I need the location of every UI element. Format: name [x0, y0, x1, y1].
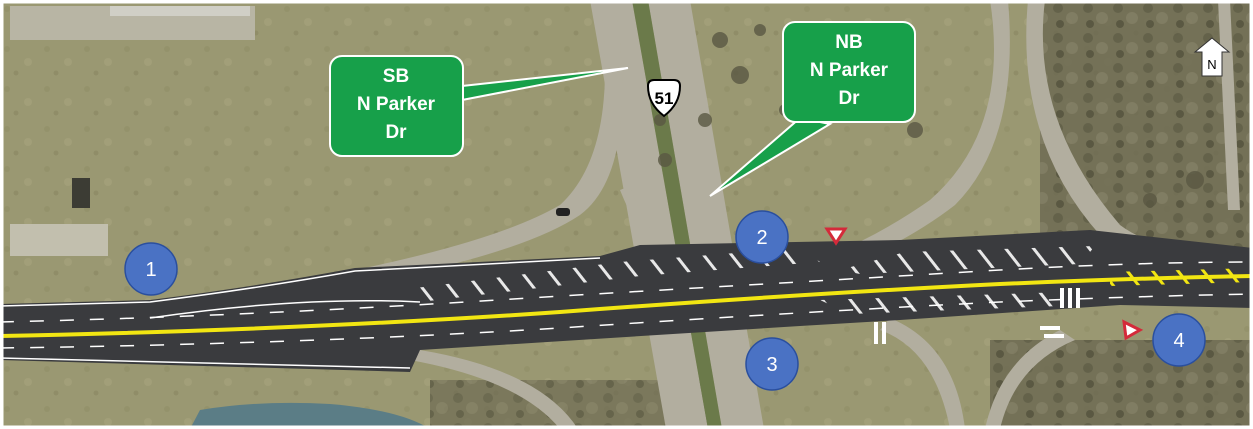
- se-loop-ramp: [985, 330, 1075, 429]
- car: [556, 208, 570, 216]
- se-ramp: [880, 318, 965, 429]
- marker-4-label: 4: [1173, 330, 1184, 352]
- crosswalk-east: [1040, 288, 1080, 338]
- tree-cluster-right: [1040, 0, 1253, 250]
- yield-sign-icon: [824, 227, 848, 246]
- yellow-centerline: [0, 274, 1253, 338]
- us-route-shield-icon: 51: [646, 79, 682, 118]
- hatched-gore-west: [400, 248, 820, 302]
- marker-2-label: 2: [756, 227, 767, 249]
- sb-callout-line-1: SB: [383, 66, 409, 87]
- sb-callout: SB N Parker Dr: [329, 55, 464, 157]
- marker-3-label: 3: [766, 354, 777, 376]
- sb-callout-box: [329, 55, 464, 157]
- ne-ramp: [1026, 0, 1253, 275]
- nb-callout-box: [782, 21, 916, 123]
- building-roof: [110, 6, 250, 16]
- sw-ramp: [410, 350, 578, 429]
- north-arrow-icon: N: [1193, 37, 1231, 77]
- lane-line-lower: [0, 293, 1253, 349]
- north-arrow-label: N: [1207, 57, 1216, 72]
- pond: [190, 402, 430, 429]
- crosswalk-south: [874, 322, 886, 344]
- nb-callout-line-1: NB: [835, 32, 862, 53]
- edge-line-bottom: [0, 357, 411, 369]
- nb-callout-line-2: N Parker: [810, 60, 889, 81]
- ramp-edge-line: [149, 299, 421, 319]
- marker-3[interactable]: 3: [745, 337, 799, 391]
- nb-callout: NB N Parker Dr: [782, 21, 916, 123]
- marker-4[interactable]: 4: [1152, 313, 1206, 367]
- nb-loop-ramp: [830, 0, 1010, 270]
- left-side-road: [620, 186, 650, 230]
- billboard: [72, 178, 90, 208]
- sb-callout-line-3: Dr: [385, 122, 407, 143]
- edge-line-top: [0, 257, 601, 307]
- yield-sign-icon: [1122, 319, 1144, 341]
- marker-1[interactable]: 1: [124, 242, 178, 296]
- sb-callout-line-2: N Parker: [357, 94, 436, 115]
- marker-2[interactable]: 2: [735, 210, 789, 264]
- marker-1-label: 1: [145, 259, 156, 281]
- sb-loop-ramp: [355, 0, 623, 285]
- scattered-trees: [654, 24, 1204, 207]
- hatched-gore-east: [840, 246, 1095, 274]
- nb-callout-line-3: Dr: [838, 88, 860, 109]
- parking-lot-left: [10, 224, 108, 256]
- route-shield-label: 51: [655, 89, 674, 108]
